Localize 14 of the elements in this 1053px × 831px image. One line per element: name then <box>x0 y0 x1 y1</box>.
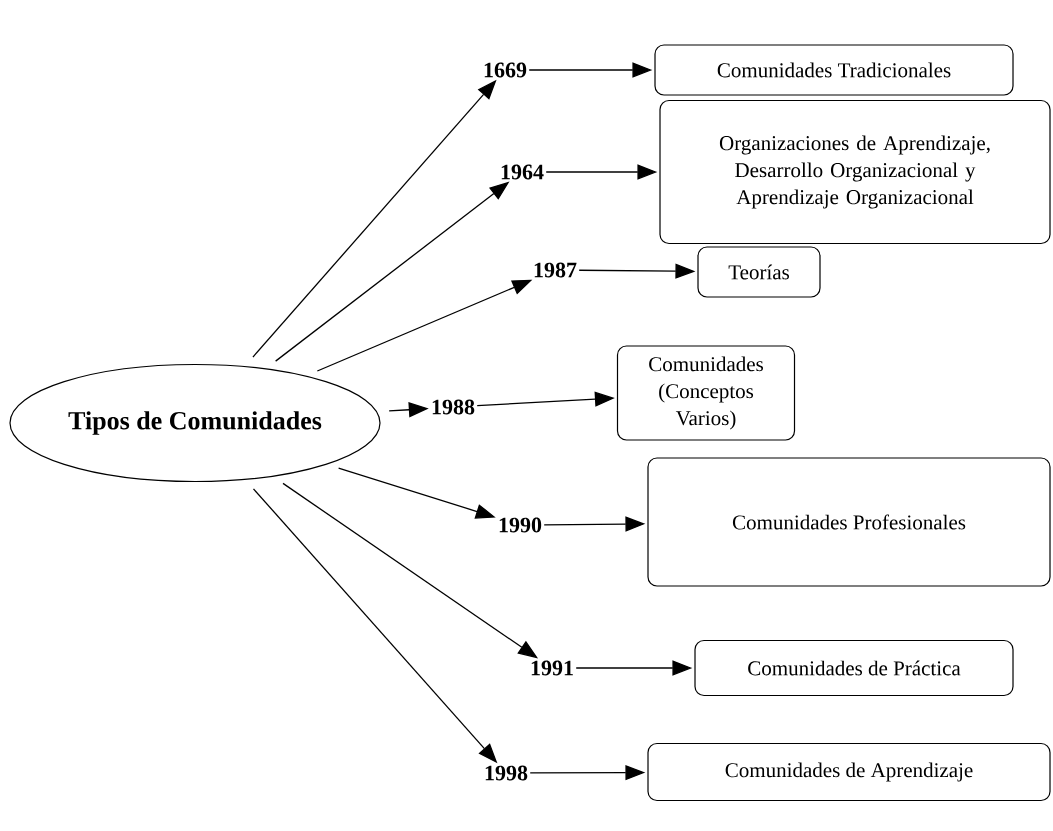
category-box: Comunidades Profesionales <box>647 457 1051 587</box>
category-box: Organizaciones de Aprendizaje, Desarrollo Organizacional y Aprendizaje Organizacional <box>659 99 1051 245</box>
year-label: 1987 <box>534 262 577 278</box>
category-box: Comunidades Tradicionales <box>654 44 1014 96</box>
category-box: Teorías <box>697 246 821 298</box>
category-box: Comunidades de Práctica <box>694 639 1014 697</box>
year-label: 1998 <box>485 765 528 781</box>
year-label: 1991 <box>531 660 573 676</box>
category-box: Comunidades (Conceptos Varios) <box>616 345 796 441</box>
year-label: 1669 <box>484 62 527 78</box>
year-label: 1990 <box>499 517 542 533</box>
year-label: 1964 <box>501 164 544 180</box>
category-box: Comunidades de Aprendizaje <box>647 742 1051 802</box>
year-label: 1988 <box>432 399 475 415</box>
